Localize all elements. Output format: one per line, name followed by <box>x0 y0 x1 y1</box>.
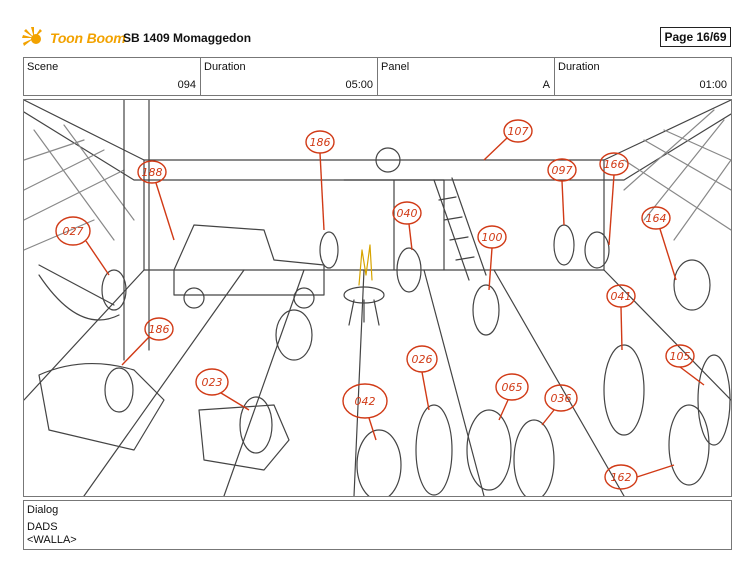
panel-label: Panel <box>381 61 410 73</box>
panel-cell: Panel A <box>378 58 555 95</box>
storyboard-header: Toon Boom SB 1409 Momaggedon Page 16/69 <box>0 0 755 56</box>
character-097 <box>553 224 575 266</box>
annotation-label: 040 <box>397 207 418 220</box>
character-040 <box>396 247 422 293</box>
ladder <box>433 177 487 281</box>
character-023 <box>239 396 273 454</box>
recliner-center <box>198 404 290 471</box>
annotation-label: 100 <box>482 231 503 244</box>
left-lattice <box>24 124 135 251</box>
character-166 <box>584 231 610 269</box>
annotation-label: 186 <box>149 323 170 336</box>
recliner-left <box>38 363 165 451</box>
ceiling-beam <box>24 111 731 181</box>
sun-burst-icon <box>22 27 42 46</box>
annotation-label: 027 <box>63 225 84 238</box>
character-100 <box>472 284 500 336</box>
annotation-label: 023 <box>202 376 223 389</box>
character-105 <box>697 354 731 446</box>
project-title: SB 1409 Momaggedon <box>123 31 252 45</box>
scene-cell: Scene 094 <box>24 58 201 95</box>
annotation-label: 166 <box>604 158 625 171</box>
brand-name: Toon Boom <box>50 30 126 46</box>
character-walrus <box>275 309 313 361</box>
annotation-label: 097 <box>552 164 573 177</box>
floor-planks <box>83 269 625 496</box>
duration-value: 05:00 <box>345 79 373 91</box>
back-door <box>343 179 445 271</box>
annotation-label: 065 <box>502 381 523 394</box>
dialog-label: Dialog <box>27 504 59 516</box>
annotation-label: 164 <box>646 212 667 225</box>
panel-duration-value: 01:00 <box>699 79 727 91</box>
character-042 <box>356 429 402 496</box>
scene-label: Scene <box>27 61 59 73</box>
hammock <box>38 264 120 321</box>
annotation-label: 042 <box>355 395 376 408</box>
annotation-label: 186 <box>310 136 331 149</box>
duration-label: Duration <box>204 61 246 73</box>
character-065 <box>466 409 512 491</box>
panel-duration-cell: Duration 01:00 <box>555 58 731 95</box>
character-186-back <box>319 231 339 269</box>
duration-cell: Duration 05:00 <box>201 58 378 95</box>
ceiling-edges <box>24 100 731 161</box>
character-036 <box>513 419 555 496</box>
character-027 <box>101 269 127 311</box>
annotation-label: 162 <box>611 471 632 484</box>
dialog-speaker: DADS <box>27 521 58 533</box>
dialog-box: Dialog DADS <WALLA> <box>23 500 732 550</box>
panel-value: A <box>542 79 550 91</box>
storyboard-panel-image: 186 107 188 097 166 040 027 100 164 186 … <box>23 99 732 497</box>
character-026 <box>415 404 453 496</box>
annotation-label: 188 <box>142 166 163 179</box>
annotation-label: 036 <box>551 392 572 405</box>
back-wall-corners <box>143 159 605 271</box>
right-lattice <box>623 109 731 241</box>
annotation-label: 105 <box>670 350 691 363</box>
toon-boom-logo: Toon Boom <box>22 27 126 49</box>
panel-info-row: Scene 094 Duration 05:00 Panel A Duratio… <box>23 57 732 96</box>
dialog-line: <WALLA> <box>27 534 77 546</box>
character-186-left <box>104 367 134 413</box>
panel-sketch: 186 107 188 097 166 040 027 100 164 186 … <box>24 100 731 496</box>
page-indicator: Page 16/69 <box>660 27 731 47</box>
pillar <box>123 100 150 361</box>
ships-wheel <box>375 147 401 173</box>
character-041 <box>603 344 645 436</box>
annotation-label: 107 <box>508 125 529 138</box>
annotation-label: 041 <box>611 290 632 303</box>
panel-duration-label: Duration <box>558 61 600 73</box>
pickup-truck <box>173 224 325 296</box>
scene-value: 094 <box>177 79 196 91</box>
character-162 <box>668 404 710 486</box>
character-164 <box>673 259 711 311</box>
annotation-label: 026 <box>412 353 433 366</box>
